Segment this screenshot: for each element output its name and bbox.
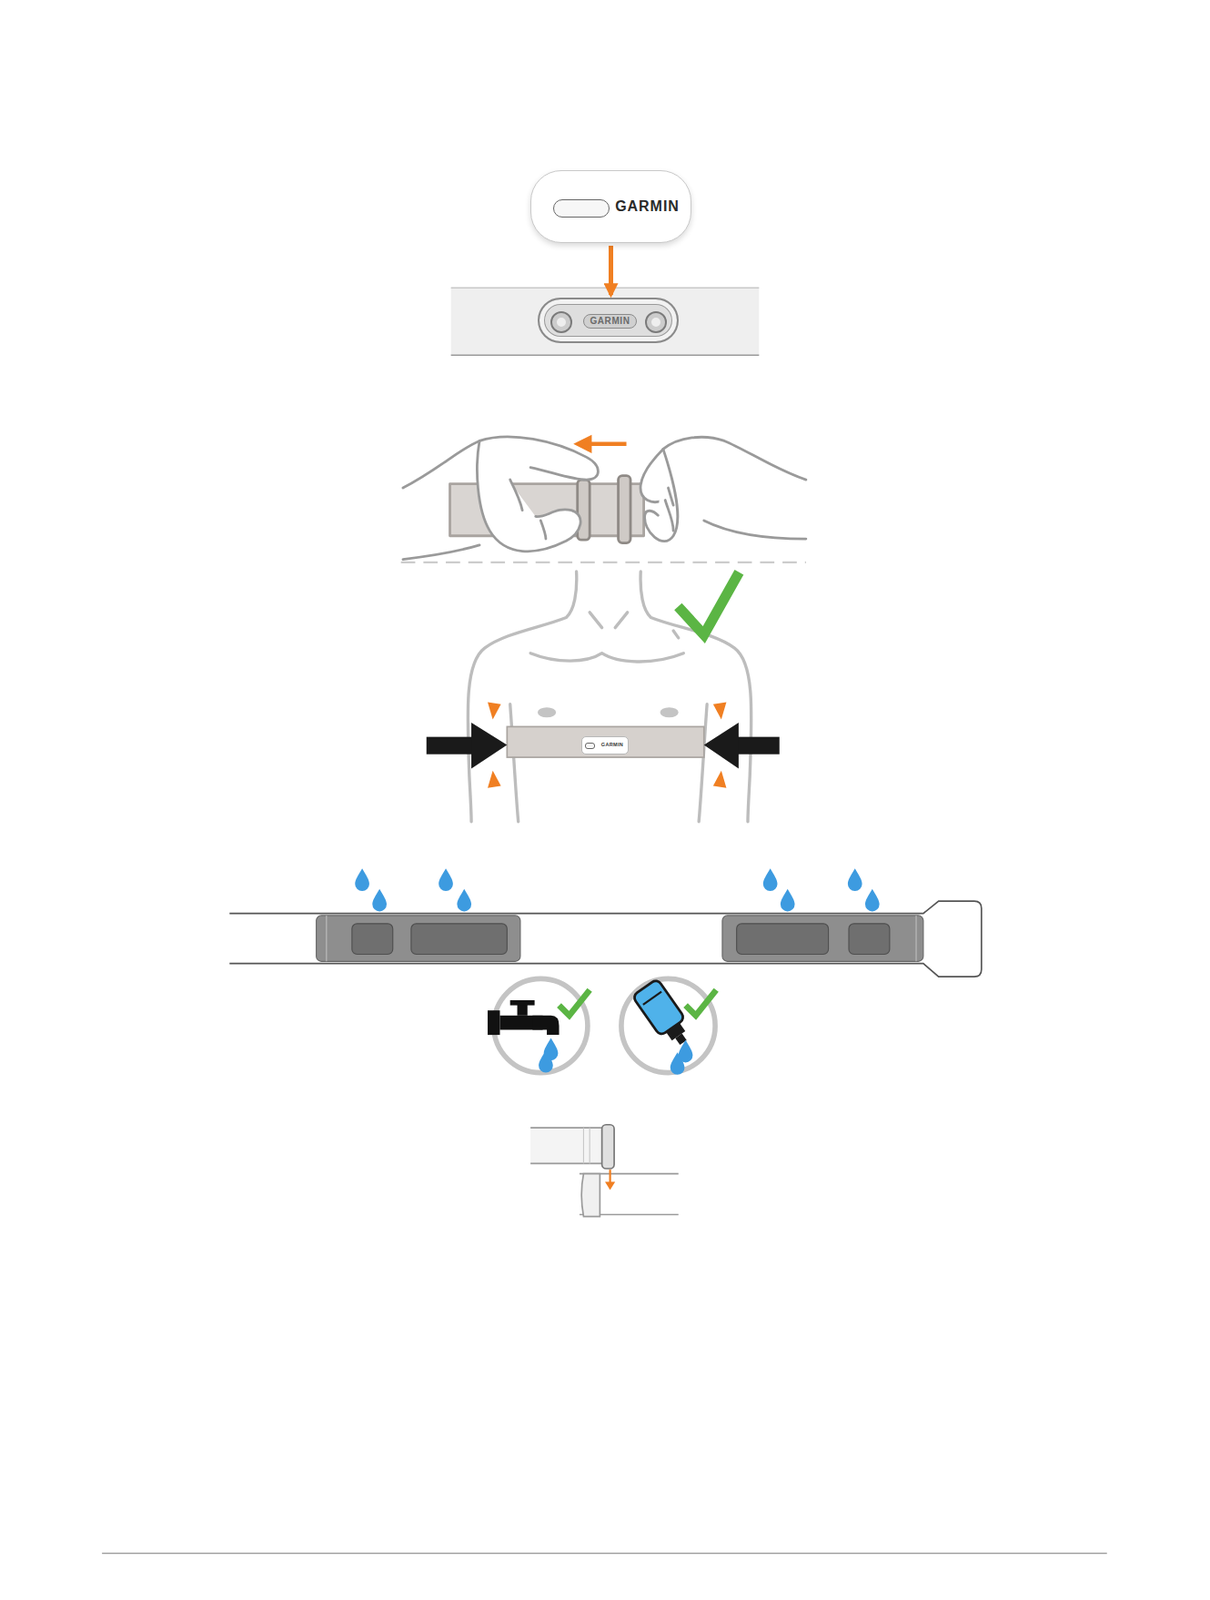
pull-arrow (573, 434, 626, 454)
hands-buckle (403, 436, 807, 560)
press-arrows (426, 722, 780, 768)
brand-label: GARMIN (601, 742, 624, 748)
button-slot (584, 742, 595, 749)
divider (401, 561, 807, 564)
torso (467, 571, 752, 822)
brand-label: GARMIN (615, 199, 680, 214)
hrm-module: GARMIN (530, 170, 692, 243)
strap-electrodes (229, 900, 981, 977)
sensor-mount: GARMIN (537, 297, 679, 343)
snap-stud (645, 311, 667, 333)
bottle-icon (621, 978, 716, 1075)
chest-strap (506, 726, 704, 757)
hrm-module: GARMIN (581, 736, 629, 755)
button-slot (553, 199, 610, 218)
snap-stud (550, 311, 573, 333)
module-panel (451, 168, 760, 355)
hook-detail (530, 1122, 679, 1238)
contact-marks (487, 702, 726, 788)
check-mark (681, 576, 737, 636)
footer-rule (101, 1552, 1108, 1553)
water-drops (354, 867, 879, 911)
faucet-icon (487, 978, 590, 1072)
insert-arrow (608, 245, 614, 295)
brand-label: GARMIN (583, 313, 636, 329)
